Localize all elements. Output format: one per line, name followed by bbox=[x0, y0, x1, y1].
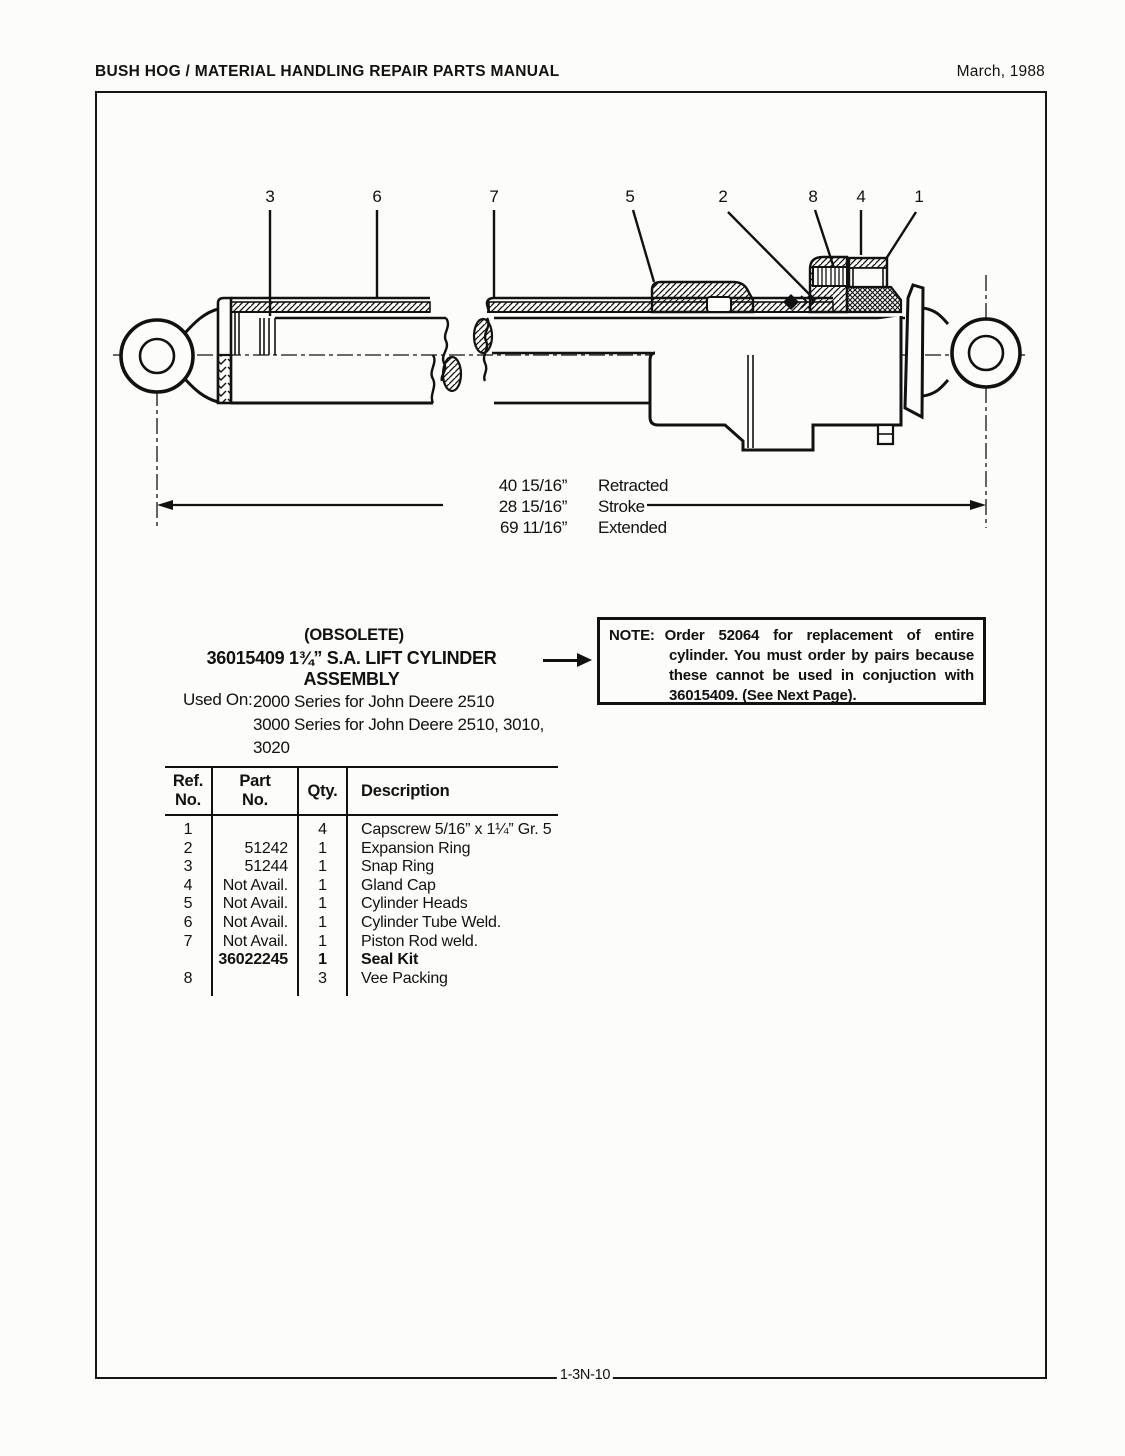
used-on-line: 3000 Series for John Deere 2510, 3010, bbox=[253, 715, 545, 734]
callout-7: 7 bbox=[489, 187, 498, 206]
left-clevis bbox=[119, 307, 219, 404]
assembly-title: 36015409 1¾” S.A. LIFT CYLINDER ASSEMBLY bbox=[206, 648, 497, 689]
dim-stroke-label: Stroke bbox=[598, 497, 645, 516]
note-box: NOTE: Order 52064 for replacement of enti… bbox=[597, 617, 986, 705]
dim-extended-value: 69 11/16” bbox=[500, 518, 568, 537]
note-label: NOTE: bbox=[609, 627, 655, 644]
right-clevis bbox=[903, 283, 1022, 420]
col-header-qty: Qty. bbox=[297, 768, 346, 816]
table-rule-extension bbox=[165, 988, 558, 997]
col-header-description: Description bbox=[346, 768, 558, 816]
break-lines bbox=[430, 317, 494, 404]
lift-cylinder-diagram: 3 6 7 5 2 8 4 1 bbox=[113, 187, 1027, 537]
dim-stroke-value: 28 15/16” bbox=[499, 497, 568, 516]
callout-4: 4 bbox=[856, 187, 865, 206]
used-on-label: Used On: bbox=[183, 690, 253, 709]
note-text: Order 52064 for replacement of entire cy… bbox=[664, 627, 975, 704]
arrow-to-note-icon bbox=[543, 653, 592, 667]
piston-rod-section bbox=[485, 280, 905, 452]
manual-title: BUSH HOG / MATERIAL HANDLING REPAIR PART… bbox=[95, 63, 560, 80]
gland-cap-section bbox=[783, 255, 903, 314]
callout-3: 3 bbox=[265, 187, 274, 206]
used-on-line: 3020 bbox=[253, 738, 290, 757]
callout-labels: 3 6 7 5 2 8 4 1 bbox=[265, 187, 923, 206]
cylinder-tube-section bbox=[216, 296, 446, 405]
obsolete-flag: (OBSOLETE) bbox=[304, 626, 404, 644]
page-number: 1-3N-10 bbox=[556, 1367, 614, 1383]
callout-5: 5 bbox=[625, 187, 634, 206]
callout-2: 2 bbox=[718, 187, 727, 206]
dimension-line bbox=[157, 500, 986, 510]
dim-retracted-label: Retracted bbox=[598, 476, 668, 495]
callout-6: 6 bbox=[372, 187, 381, 206]
col-header-ref: Ref.No. bbox=[165, 768, 211, 816]
used-on-line: 2000 Series for John Deere 2510 bbox=[253, 692, 495, 711]
dim-retracted-value: 40 15/16” bbox=[499, 476, 568, 495]
callout-1: 1 bbox=[914, 187, 923, 206]
callout-8: 8 bbox=[808, 187, 817, 206]
issue-date: March, 1988 bbox=[956, 63, 1045, 80]
used-on-block: Used On: 2000 Series for John Deere 2510… bbox=[183, 690, 544, 759]
dimension-text: 40 15/16” Retracted 28 15/16” Stroke 69 … bbox=[499, 476, 669, 537]
dim-extended-label: Extended bbox=[598, 518, 667, 537]
